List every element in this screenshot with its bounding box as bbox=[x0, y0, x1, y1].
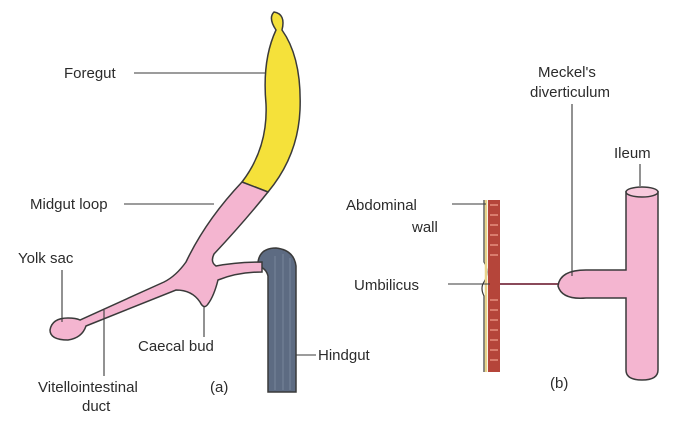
panel-b-caption: (b) bbox=[550, 375, 568, 392]
vitellointestinal-label-line2: duct bbox=[82, 398, 111, 415]
foregut-label-group: Foregut bbox=[64, 65, 266, 82]
meckels-label-group: Meckel's diverticulum bbox=[530, 64, 610, 276]
foregut-tube bbox=[242, 12, 300, 192]
abdominal-wall bbox=[488, 200, 500, 372]
ileum-lumen-opening bbox=[626, 187, 658, 197]
yolk-sac-label-group: Yolk sac bbox=[18, 250, 74, 322]
panel-a: Foregut Midgut loop Yolk sac Caecal bud … bbox=[18, 12, 371, 415]
hindgut-label: Hindgut bbox=[318, 347, 371, 364]
caecal-bud-label: Caecal bud bbox=[138, 338, 214, 355]
umbilicus-label: Umbilicus bbox=[354, 277, 419, 294]
yolk-sac-label: Yolk sac bbox=[18, 250, 74, 267]
ileum-tube bbox=[558, 192, 658, 380]
vitellointestinal-label-line1: Vitellointestinal bbox=[38, 379, 138, 396]
abdominal-wall-label-line1: Abdominal bbox=[346, 197, 417, 214]
meckels-label-line1: Meckel's bbox=[538, 64, 596, 81]
midgut-loop-label: Midgut loop bbox=[30, 196, 108, 213]
caecal-bud-label-group: Caecal bud bbox=[138, 306, 214, 355]
umbilicus-label-group: Umbilicus bbox=[354, 277, 490, 294]
abdominal-wall-label-line2: wall bbox=[411, 219, 438, 236]
foregut-label: Foregut bbox=[64, 65, 117, 82]
ileum-label-group: Ileum bbox=[614, 145, 651, 186]
hindgut-label-group: Hindgut bbox=[296, 347, 371, 364]
panel-a-caption: (a) bbox=[210, 379, 228, 396]
panel-b: Meckel's diverticulum Ileum Abdominal wa… bbox=[346, 64, 658, 392]
midgut-label-group: Midgut loop bbox=[30, 196, 214, 213]
ileum-label: Ileum bbox=[614, 145, 651, 162]
abdominal-wall-label-group: Abdominal wall bbox=[346, 197, 486, 236]
meckels-label-line2: diverticulum bbox=[530, 84, 610, 101]
